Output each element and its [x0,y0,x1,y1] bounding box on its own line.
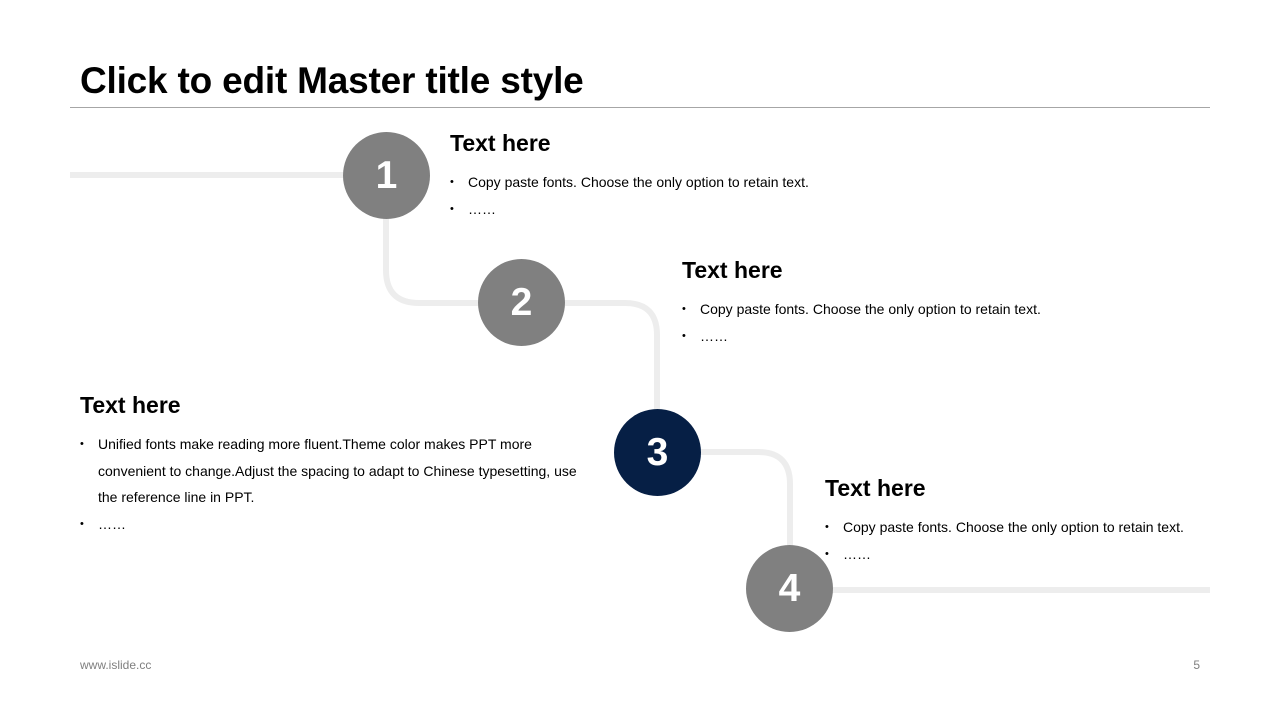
step-4-number: 4 [778,566,801,610]
step-1-number: 1 [375,153,398,197]
step-2-heading: Text here [682,257,783,283]
step-1-bullet: Copy paste fonts. Choose the only option… [450,169,809,196]
step-1-bullet: …… [450,196,809,223]
step-4-bullet: …… [825,541,1184,568]
step-2-bullets: Copy paste fonts. Choose the only option… [682,296,1041,349]
step-4-bullets: Copy paste fonts. Choose the only option… [825,514,1184,567]
footer-url: www.islide.cc [80,658,152,672]
page-number: 5 [1193,658,1200,672]
step-3-bullets: Unified fonts make reading more fluent.T… [80,431,580,537]
step-2-text[interactable]: Text here Copy paste fonts. Choose the o… [682,257,1041,349]
step-3-bullet: …… [80,511,580,538]
title-divider [70,107,1210,108]
step-1-bullets: Copy paste fonts. Choose the only option… [450,169,809,222]
step-2-number: 2 [510,280,533,324]
step-3-heading: Text here [80,392,181,418]
step-3-badge[interactable]: 3 [614,409,701,496]
timeline-connector [70,172,1210,593]
step-3-number: 3 [646,430,669,474]
step-3-text[interactable]: Text here Unified fonts make reading mor… [80,392,580,537]
step-4-heading: Text here [825,475,926,501]
step-4-text[interactable]: Text here Copy paste fonts. Choose the o… [825,475,1184,567]
step-1-heading: Text here [450,130,551,156]
step-4-bullet: Copy paste fonts. Choose the only option… [825,514,1184,541]
step-2-badge[interactable]: 2 [478,259,565,346]
step-1-text[interactable]: Text here Copy paste fonts. Choose the o… [450,130,809,222]
slide-title[interactable]: Click to edit Master title style [80,60,584,101]
step-4-badge[interactable]: 4 [746,545,833,632]
step-2-bullet: Copy paste fonts. Choose the only option… [682,296,1041,323]
step-3-bullet: Unified fonts make reading more fluent.T… [80,431,580,511]
step-2-bullet: …… [682,323,1041,350]
step-1-badge[interactable]: 1 [343,132,430,219]
